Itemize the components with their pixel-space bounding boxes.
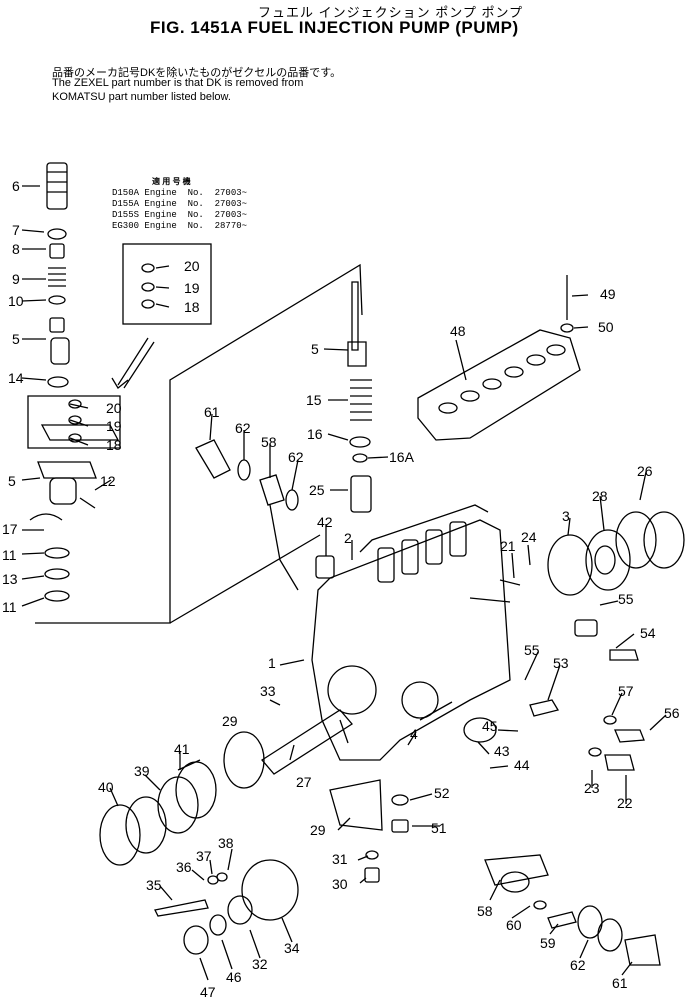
callout-label: 58 xyxy=(477,903,493,919)
callout-label: 55 xyxy=(618,591,634,607)
note-line-2: KOMATSU part number listed below. xyxy=(52,91,231,103)
nozzle-holder-part xyxy=(46,162,68,210)
note-japanese: 品番のメーカ記号DKを除いたものがゼクセルの品番です。 xyxy=(52,67,342,79)
callout-label: 59 xyxy=(540,935,556,951)
callout-label: 31 xyxy=(332,851,348,867)
callout-label: 38 xyxy=(218,835,234,851)
callout-label: 9 xyxy=(12,271,20,287)
callout-label: 10 xyxy=(8,293,24,309)
callout-label: 62 xyxy=(235,420,251,436)
callout-label: 37 xyxy=(196,848,212,864)
callout-label: 5 xyxy=(311,341,319,357)
callout-label: 7 xyxy=(12,222,20,238)
callout-label: 15 xyxy=(306,392,322,408)
callout-label: 28 xyxy=(592,488,608,504)
applicability-row: D155A Engine No. 27003~ xyxy=(112,199,248,209)
callout-label: 26 xyxy=(637,463,653,479)
callout-label: 57 xyxy=(618,683,634,699)
callout-label: 58 xyxy=(261,434,277,450)
callout-label: 2 xyxy=(344,530,352,546)
callout-label: 19 xyxy=(184,280,200,296)
callout-label: 12 xyxy=(100,473,116,489)
callout-label: 13 xyxy=(2,571,18,587)
callout-label: 27 xyxy=(296,774,312,790)
callout-label: 32 xyxy=(252,956,268,972)
callout-label: 3 xyxy=(562,508,570,524)
callout-label: 62 xyxy=(288,449,304,465)
callout-label: 18 xyxy=(184,299,200,315)
callout-label: 62 xyxy=(570,957,586,973)
callout-label: 40 xyxy=(98,779,114,795)
callout-label: 49 xyxy=(600,286,616,302)
callout-label: 44 xyxy=(514,757,530,773)
callout-label: 54 xyxy=(640,625,656,641)
callout-label: 56 xyxy=(664,705,680,721)
diagram-linework xyxy=(21,162,685,981)
callout-label: 51 xyxy=(431,820,447,836)
callout-label: 18 xyxy=(106,437,122,453)
callout-label: 55 xyxy=(524,642,540,658)
applicability-title: 適 用 号 機 xyxy=(152,177,191,186)
callout-label: 39 xyxy=(134,763,150,779)
callout-label: 23 xyxy=(584,780,600,796)
callout-label: 6 xyxy=(12,178,20,194)
callout-label: 61 xyxy=(204,404,220,420)
callout-label: 1 xyxy=(268,655,276,671)
callout-label: 16 xyxy=(307,426,323,442)
callout-label: 48 xyxy=(450,323,466,339)
callout-label: 8 xyxy=(12,241,20,257)
applicability-row: EG300 Engine No. 28770~ xyxy=(112,221,248,231)
callout-label: 16A xyxy=(389,449,415,465)
callout-label: 30 xyxy=(332,876,348,892)
callout-label: 52 xyxy=(434,785,450,801)
callout-label: 42 xyxy=(317,514,333,530)
callout-label: 14 xyxy=(8,370,24,386)
callout-label: 11 xyxy=(2,599,17,615)
callout-label: 24 xyxy=(521,529,537,545)
callout-label: 47 xyxy=(200,984,216,999)
callout-label: 11 xyxy=(2,547,17,563)
callout-label: 50 xyxy=(598,319,614,335)
callout-label: 53 xyxy=(553,655,569,671)
callout-label: 20 xyxy=(184,258,200,274)
callout-label: 25 xyxy=(309,482,325,498)
callout-label: 20 xyxy=(106,400,122,416)
applicability-row: D150A Engine No. 27003~ xyxy=(112,188,248,198)
figure-title: FIG. 1451A FUEL INJECTION PUMP (PUMP) xyxy=(150,18,519,37)
callout-label: 36 xyxy=(176,859,192,875)
callout-label: 5 xyxy=(8,473,16,489)
callout-label: 60 xyxy=(506,917,522,933)
applicability-row: D155S Engine No. 27003~ xyxy=(112,210,248,220)
callout-label: 22 xyxy=(617,795,633,811)
callout-label: 45 xyxy=(482,718,498,734)
callout-label: 19 xyxy=(106,418,122,434)
callout-label: 4 xyxy=(410,726,418,742)
callout-label: 41 xyxy=(174,741,190,757)
callout-label: 21 xyxy=(500,538,516,554)
callout-label: 29 xyxy=(310,822,326,838)
callout-label: 29 xyxy=(222,713,238,729)
japanese-title: フュエル インジェクション ポンプ ポンプ xyxy=(258,5,524,20)
callout-label: 17 xyxy=(2,521,18,537)
o-ring xyxy=(47,228,67,240)
callout-label: 46 xyxy=(226,969,242,985)
callout-label: 35 xyxy=(146,877,162,893)
callout-label: 5 xyxy=(12,331,20,347)
callout-label: 61 xyxy=(612,975,628,991)
callout-label: 34 xyxy=(284,940,300,956)
callout-label: 43 xyxy=(494,743,510,759)
note-line-1: The ZEXEL part number is that DK is remo… xyxy=(52,77,304,89)
callout-label: 33 xyxy=(260,683,276,699)
